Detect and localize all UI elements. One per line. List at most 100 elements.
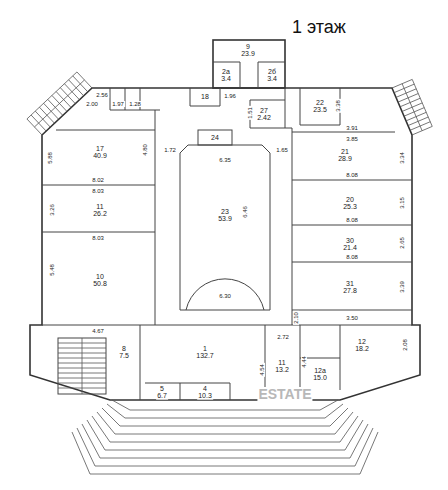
dimension: 2.65 — [399, 236, 405, 250]
room-label: 2а3.4 — [220, 68, 232, 83]
room-number: 27 — [257, 107, 271, 114]
room-number: 22 — [313, 99, 327, 106]
room-label: 923.9 — [240, 43, 256, 58]
room-number: 8 — [119, 345, 129, 352]
stair-step — [27, 72, 77, 119]
room-number: 23 — [218, 208, 232, 215]
dimension: 4.67 — [91, 328, 105, 334]
room-area: 3.4 — [267, 75, 277, 82]
stair-step — [35, 111, 50, 127]
stair-step — [410, 122, 430, 131]
room-area: 10.3 — [198, 392, 212, 399]
dimension: 1.96 — [223, 93, 237, 99]
stair-step — [92, 416, 358, 442]
room-label: 1050.8 — [92, 273, 108, 288]
room-number: 9 — [241, 43, 255, 50]
room-label: 272.42 — [256, 107, 272, 122]
room-number: 10 — [93, 273, 107, 280]
stair-step — [394, 84, 414, 93]
stair-step — [77, 72, 92, 88]
room-area: 27.8 — [343, 287, 357, 294]
dimension: 3.15 — [399, 196, 405, 210]
dimension: 1.51 — [247, 106, 253, 120]
stair-step — [400, 98, 420, 107]
room-number: 11 — [93, 203, 107, 210]
dimension: 1.65 — [275, 147, 289, 153]
stair-step — [87, 420, 363, 450]
stair-step — [60, 88, 75, 104]
room-label: 56.7 — [156, 385, 168, 400]
room-number: 18 — [201, 93, 209, 100]
stair-step — [406, 112, 426, 121]
stair-step — [102, 408, 348, 426]
dimension: 2.72 — [276, 334, 290, 340]
stair-step — [72, 432, 378, 474]
room-label: 410.3 — [197, 385, 213, 400]
room-number: 2а — [221, 68, 231, 75]
room-area: 6.7 — [157, 392, 167, 399]
room-label: 2128.9 — [337, 148, 353, 163]
dimension: 3.26 — [49, 203, 55, 217]
stair-step — [404, 108, 424, 117]
room-label: 87.5 — [118, 345, 130, 360]
room-label: 18 — [200, 93, 210, 100]
stair-step — [39, 107, 54, 123]
room-area: 25.3 — [343, 203, 357, 210]
room-label: 1113.2 — [274, 359, 290, 374]
stair-step — [396, 89, 416, 98]
dimension: 8.08 — [345, 217, 359, 223]
dimension: 3.39 — [399, 280, 405, 294]
room-label: 24 — [210, 134, 220, 141]
dimension: 3.85 — [345, 136, 359, 142]
room-area: 53.9 — [218, 215, 232, 222]
room-area: 13.2 — [275, 366, 289, 373]
stair-step — [82, 424, 368, 458]
dimension: 4.54 — [259, 363, 265, 377]
room-number: 31 — [343, 280, 357, 287]
dimension: 1.28 — [128, 101, 142, 107]
room-area: 2.42 — [257, 114, 271, 121]
dimension: 6.46 — [242, 205, 248, 219]
room-area: 26.2 — [93, 210, 107, 217]
room-label: 1126.2 — [92, 203, 108, 218]
room-area: 23.9 — [241, 50, 255, 57]
dimension: 8.03 — [91, 235, 105, 241]
stair-step — [34, 80, 84, 127]
room-area: 40.9 — [93, 152, 107, 159]
dimension: 6.35 — [218, 157, 232, 163]
room-number: 11 — [275, 359, 289, 366]
stair-step — [77, 428, 373, 466]
stair-step — [48, 99, 63, 115]
stair-step — [56, 92, 71, 108]
stair-step — [69, 80, 84, 96]
room-area: 28.9 — [338, 155, 352, 162]
room-label: 3127.8 — [342, 280, 358, 295]
stair-step — [52, 95, 67, 111]
room-number: 1 — [196, 345, 214, 352]
dimension: 8.08 — [345, 254, 359, 260]
room-label: 1218.2 — [354, 338, 370, 353]
room-number: 24 — [211, 134, 219, 141]
dimension: 3.50 — [345, 315, 359, 321]
room-number: 17 — [93, 145, 107, 152]
stair-step — [82, 338, 83, 394]
room-label: 2353.9 — [217, 208, 233, 223]
dimension: 6.30 — [218, 293, 232, 299]
dimension: 1.72 — [163, 147, 177, 153]
dimension: 8.02 — [91, 177, 105, 183]
dimension: 8.03 — [91, 188, 105, 194]
room-number: 20 — [343, 196, 357, 203]
room-number: 4 — [198, 385, 212, 392]
room-number: 30 — [343, 237, 357, 244]
dimension: 2.08 — [402, 338, 408, 352]
stair-step — [107, 404, 343, 418]
room-area: 23.5 — [313, 106, 327, 113]
room-area: 21.4 — [343, 244, 357, 251]
room-label: 2б3.4 — [266, 68, 278, 83]
stair-step — [412, 126, 432, 135]
room-number: 5 — [157, 385, 167, 392]
stair-step — [392, 79, 412, 88]
room-area: 132.7 — [196, 352, 214, 359]
dimension: 3.34 — [399, 151, 405, 165]
stair-step — [402, 103, 422, 112]
